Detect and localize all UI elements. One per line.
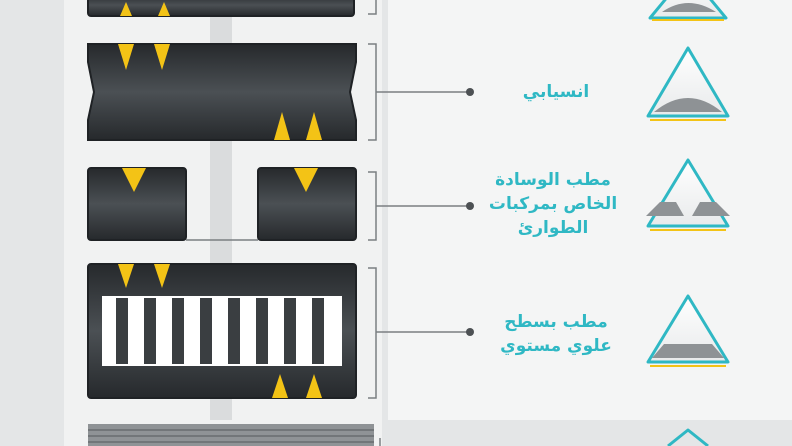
direction-marker <box>118 264 134 288</box>
direction-marker <box>154 44 170 70</box>
label-line: الطوارئ <box>517 218 589 238</box>
profile-panel <box>388 0 792 420</box>
label-line: مطب بسطح <box>504 312 608 332</box>
label-line: علوي مستوي <box>500 336 612 356</box>
profile-icon-elastomeric <box>646 46 730 121</box>
profile-icon-emergency-pad <box>646 158 730 231</box>
direction-marker <box>306 374 322 398</box>
bump-plan-emergency-pad <box>87 167 474 241</box>
label-flat-top: مطب بسطح علوي مستوي <box>486 310 626 358</box>
direction-marker <box>154 264 170 288</box>
profile-icon-flat-top <box>646 294 730 367</box>
label-line: مطب الوسادة <box>495 170 611 190</box>
label-line: الخاص بمركبات <box>488 194 618 214</box>
direction-marker <box>274 112 290 140</box>
direction-marker <box>120 2 132 16</box>
profile-icon-top <box>648 0 728 21</box>
bump-plan-elastomeric <box>87 43 474 141</box>
bump-plan-flat-top <box>87 263 474 399</box>
bump-plan-bottom-partial <box>88 424 381 446</box>
direction-marker <box>306 112 322 140</box>
profile-icon-bottom <box>667 428 709 446</box>
direction-marker <box>158 2 170 16</box>
direction-marker <box>118 44 134 70</box>
direction-marker <box>122 168 146 192</box>
bump-plan-top-partial <box>87 0 377 17</box>
label-emergency-pad: مطب الوسادة الخاص بمركبات الطوارئ <box>478 168 628 240</box>
direction-marker <box>294 168 318 192</box>
direction-marker <box>272 374 288 398</box>
label-elastomeric: انسيابي <box>522 82 590 102</box>
